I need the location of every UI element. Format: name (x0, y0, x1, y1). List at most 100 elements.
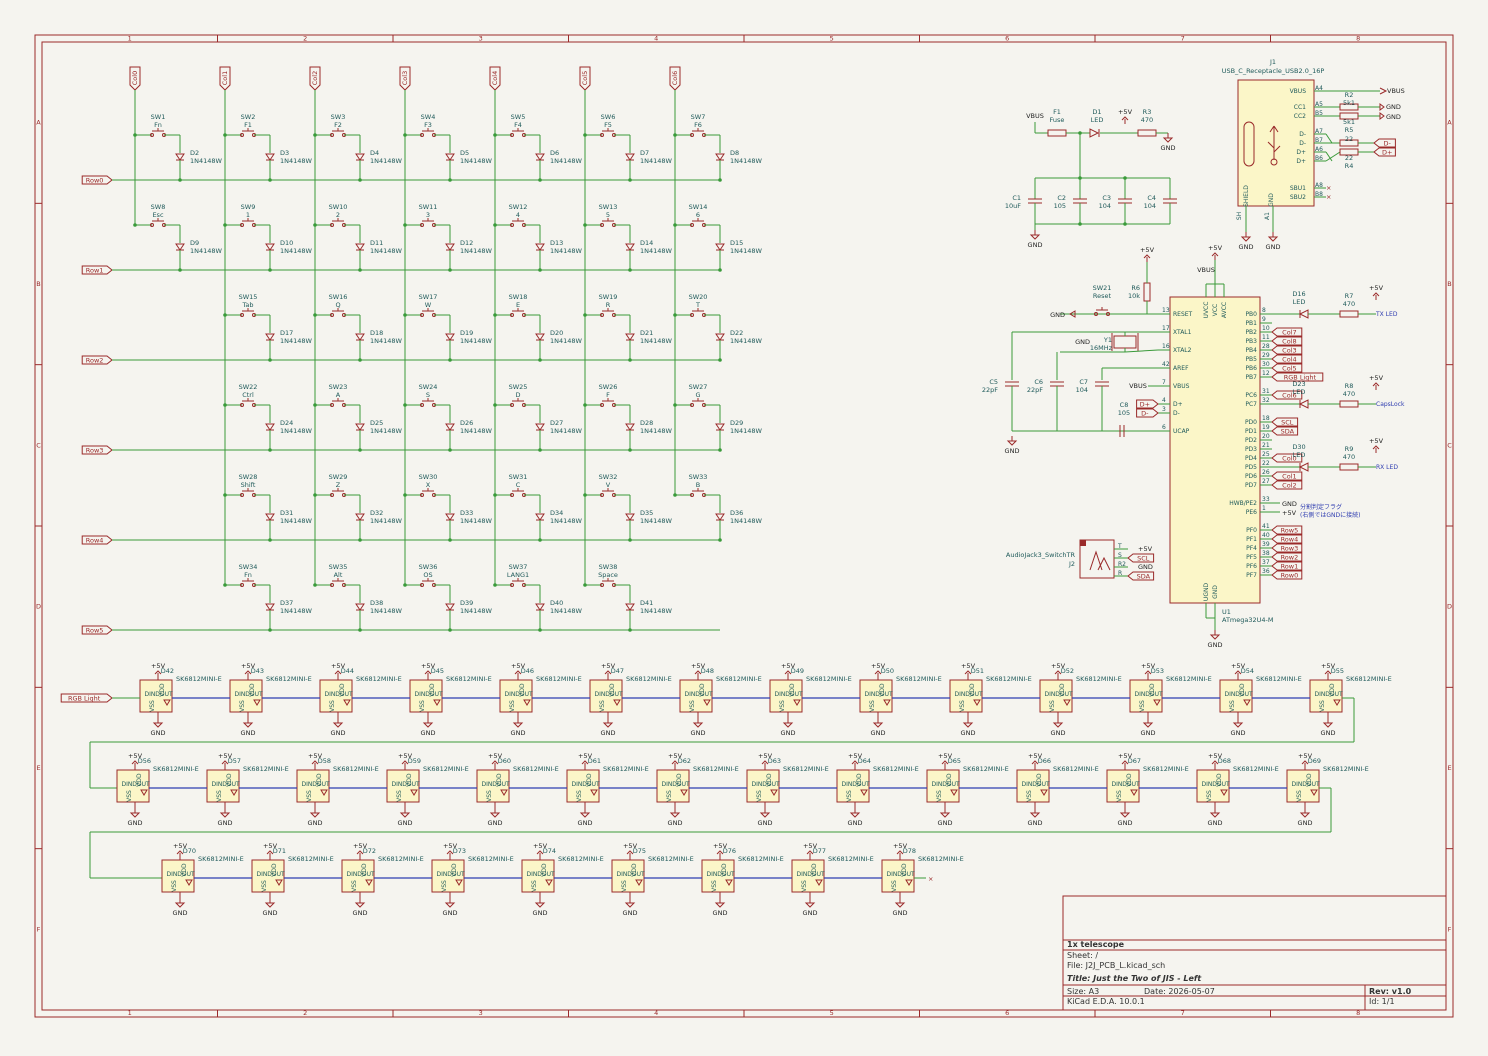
r4-ref: R4 (1345, 162, 1354, 170)
led-pin-din: DIN (145, 691, 156, 698)
diode (175, 243, 185, 251)
led-pin-din: DIN (257, 871, 268, 878)
diode (265, 333, 275, 341)
gnd-symbol (894, 902, 906, 908)
switch-value: Q (335, 301, 340, 309)
mcu-pin-num: 31 (1262, 388, 1270, 395)
gnd-label: GND (1141, 729, 1156, 737)
mcu-pin-num: 9 (1262, 316, 1266, 323)
led-pin-dout: DOUT (1145, 691, 1163, 698)
led-value: SK6812MINI-E (986, 675, 1032, 683)
led-pin-vss: VSS (419, 700, 426, 712)
switch-value: V (606, 481, 611, 489)
led-body (701, 859, 735, 893)
diode-ref: D20 (550, 329, 563, 337)
diode-ref: D41 (640, 599, 653, 607)
wire (1325, 151, 1333, 162)
switch-contact (690, 223, 694, 227)
gnd-label: GND (533, 909, 548, 917)
led-pin-dout: DOUT (582, 781, 600, 788)
switch-value: Z (336, 481, 341, 489)
led-pin-vss: VSS (599, 700, 606, 712)
row-label (81, 175, 113, 185)
power-label: +5V (1051, 662, 1066, 670)
mcu-right-pin: PD4 (1245, 455, 1257, 462)
capacitor (1095, 381, 1109, 387)
gnd-symbol (1029, 234, 1041, 240)
audio-jack-value: AudioJack3_SwitchTR (1006, 551, 1076, 559)
switch-value: OS (423, 571, 432, 579)
gnd-symbol (759, 812, 771, 818)
led-pin-din: DIN (325, 691, 336, 698)
diode-ref: D33 (460, 509, 473, 517)
power-symbol (604, 670, 612, 675)
led-pin-vdd: VDD (1149, 683, 1156, 697)
wire (1124, 349, 1159, 353)
led-icon (185, 879, 193, 886)
power-symbol (446, 850, 454, 855)
diode (265, 243, 275, 251)
gnd-label: GND (848, 819, 863, 827)
led-ref: D69 (1308, 757, 1321, 765)
led-value: SK6812MINI-E (1256, 675, 1302, 683)
switch-ref: SW22 (239, 383, 258, 391)
power-label: +5V (893, 842, 908, 850)
led-value: SK6812MINI-E (378, 855, 424, 863)
grid-row-label: A (36, 119, 41, 127)
cap-value: 104 (1076, 386, 1088, 394)
switch-contact (510, 133, 514, 137)
led-pin-dout: DOUT (245, 691, 263, 698)
led-pin-din: DIN (932, 781, 943, 788)
junction (358, 268, 362, 272)
junction (268, 448, 272, 452)
power-label: +5V (353, 842, 368, 850)
cap-ref: C4 (1147, 194, 1156, 202)
led-pin-vdd: VDD (249, 683, 256, 697)
diode-body (625, 513, 635, 521)
usb-pin-num: A4 (1315, 85, 1323, 92)
led-pin-dout: DOUT (965, 691, 983, 698)
diode-value: 1N4148W (640, 337, 673, 345)
grid-column-label: 7 (1181, 35, 1185, 43)
led-pin-vss: VSS (869, 700, 876, 712)
vbus-label: VBUS (1387, 87, 1405, 95)
diode-value: 1N4148W (370, 157, 403, 165)
led-pin-dout: DOUT (515, 691, 533, 698)
status-led (1298, 309, 1309, 319)
power-symbol (1031, 760, 1039, 765)
led-value: SK6812MINI-E (356, 675, 402, 683)
led-ref: D50 (881, 667, 894, 675)
power-symbol (1211, 252, 1219, 257)
gnd-label: GND (1118, 819, 1133, 827)
switch-contact (510, 583, 514, 587)
diode (535, 243, 545, 251)
led-pin-dout: DOUT (222, 781, 240, 788)
led-pin-dout: DOUT (425, 691, 443, 698)
gnd-symbol (624, 902, 636, 908)
switch-contact (1106, 312, 1110, 316)
gnd-symbol (1267, 236, 1279, 242)
usb-ref: J1 (1269, 58, 1276, 66)
cap-value: 22pF (1027, 386, 1043, 394)
switch-ref: SW28 (239, 473, 258, 481)
usb-pin-name: SBU1 (1290, 185, 1306, 192)
switch-ref: SW25 (509, 383, 528, 391)
diode-ref: D37 (280, 599, 293, 607)
mcu-net-label (1271, 417, 1299, 427)
grid-row-label: D (36, 603, 41, 611)
mcu-right-pin: PB6 (1245, 365, 1257, 372)
diode (355, 423, 365, 431)
switch-ref: SW16 (329, 293, 348, 301)
led-value: SK6812MINI-E (1323, 765, 1369, 773)
junction (718, 268, 722, 272)
diode-body (715, 513, 725, 521)
led-pin-vss: VSS (329, 700, 336, 712)
diode-value: 1N4148W (460, 427, 493, 435)
audio-sda-label (1127, 571, 1155, 581)
gnd-symbol (714, 902, 726, 908)
led-pin-vdd: VDD (609, 683, 616, 697)
